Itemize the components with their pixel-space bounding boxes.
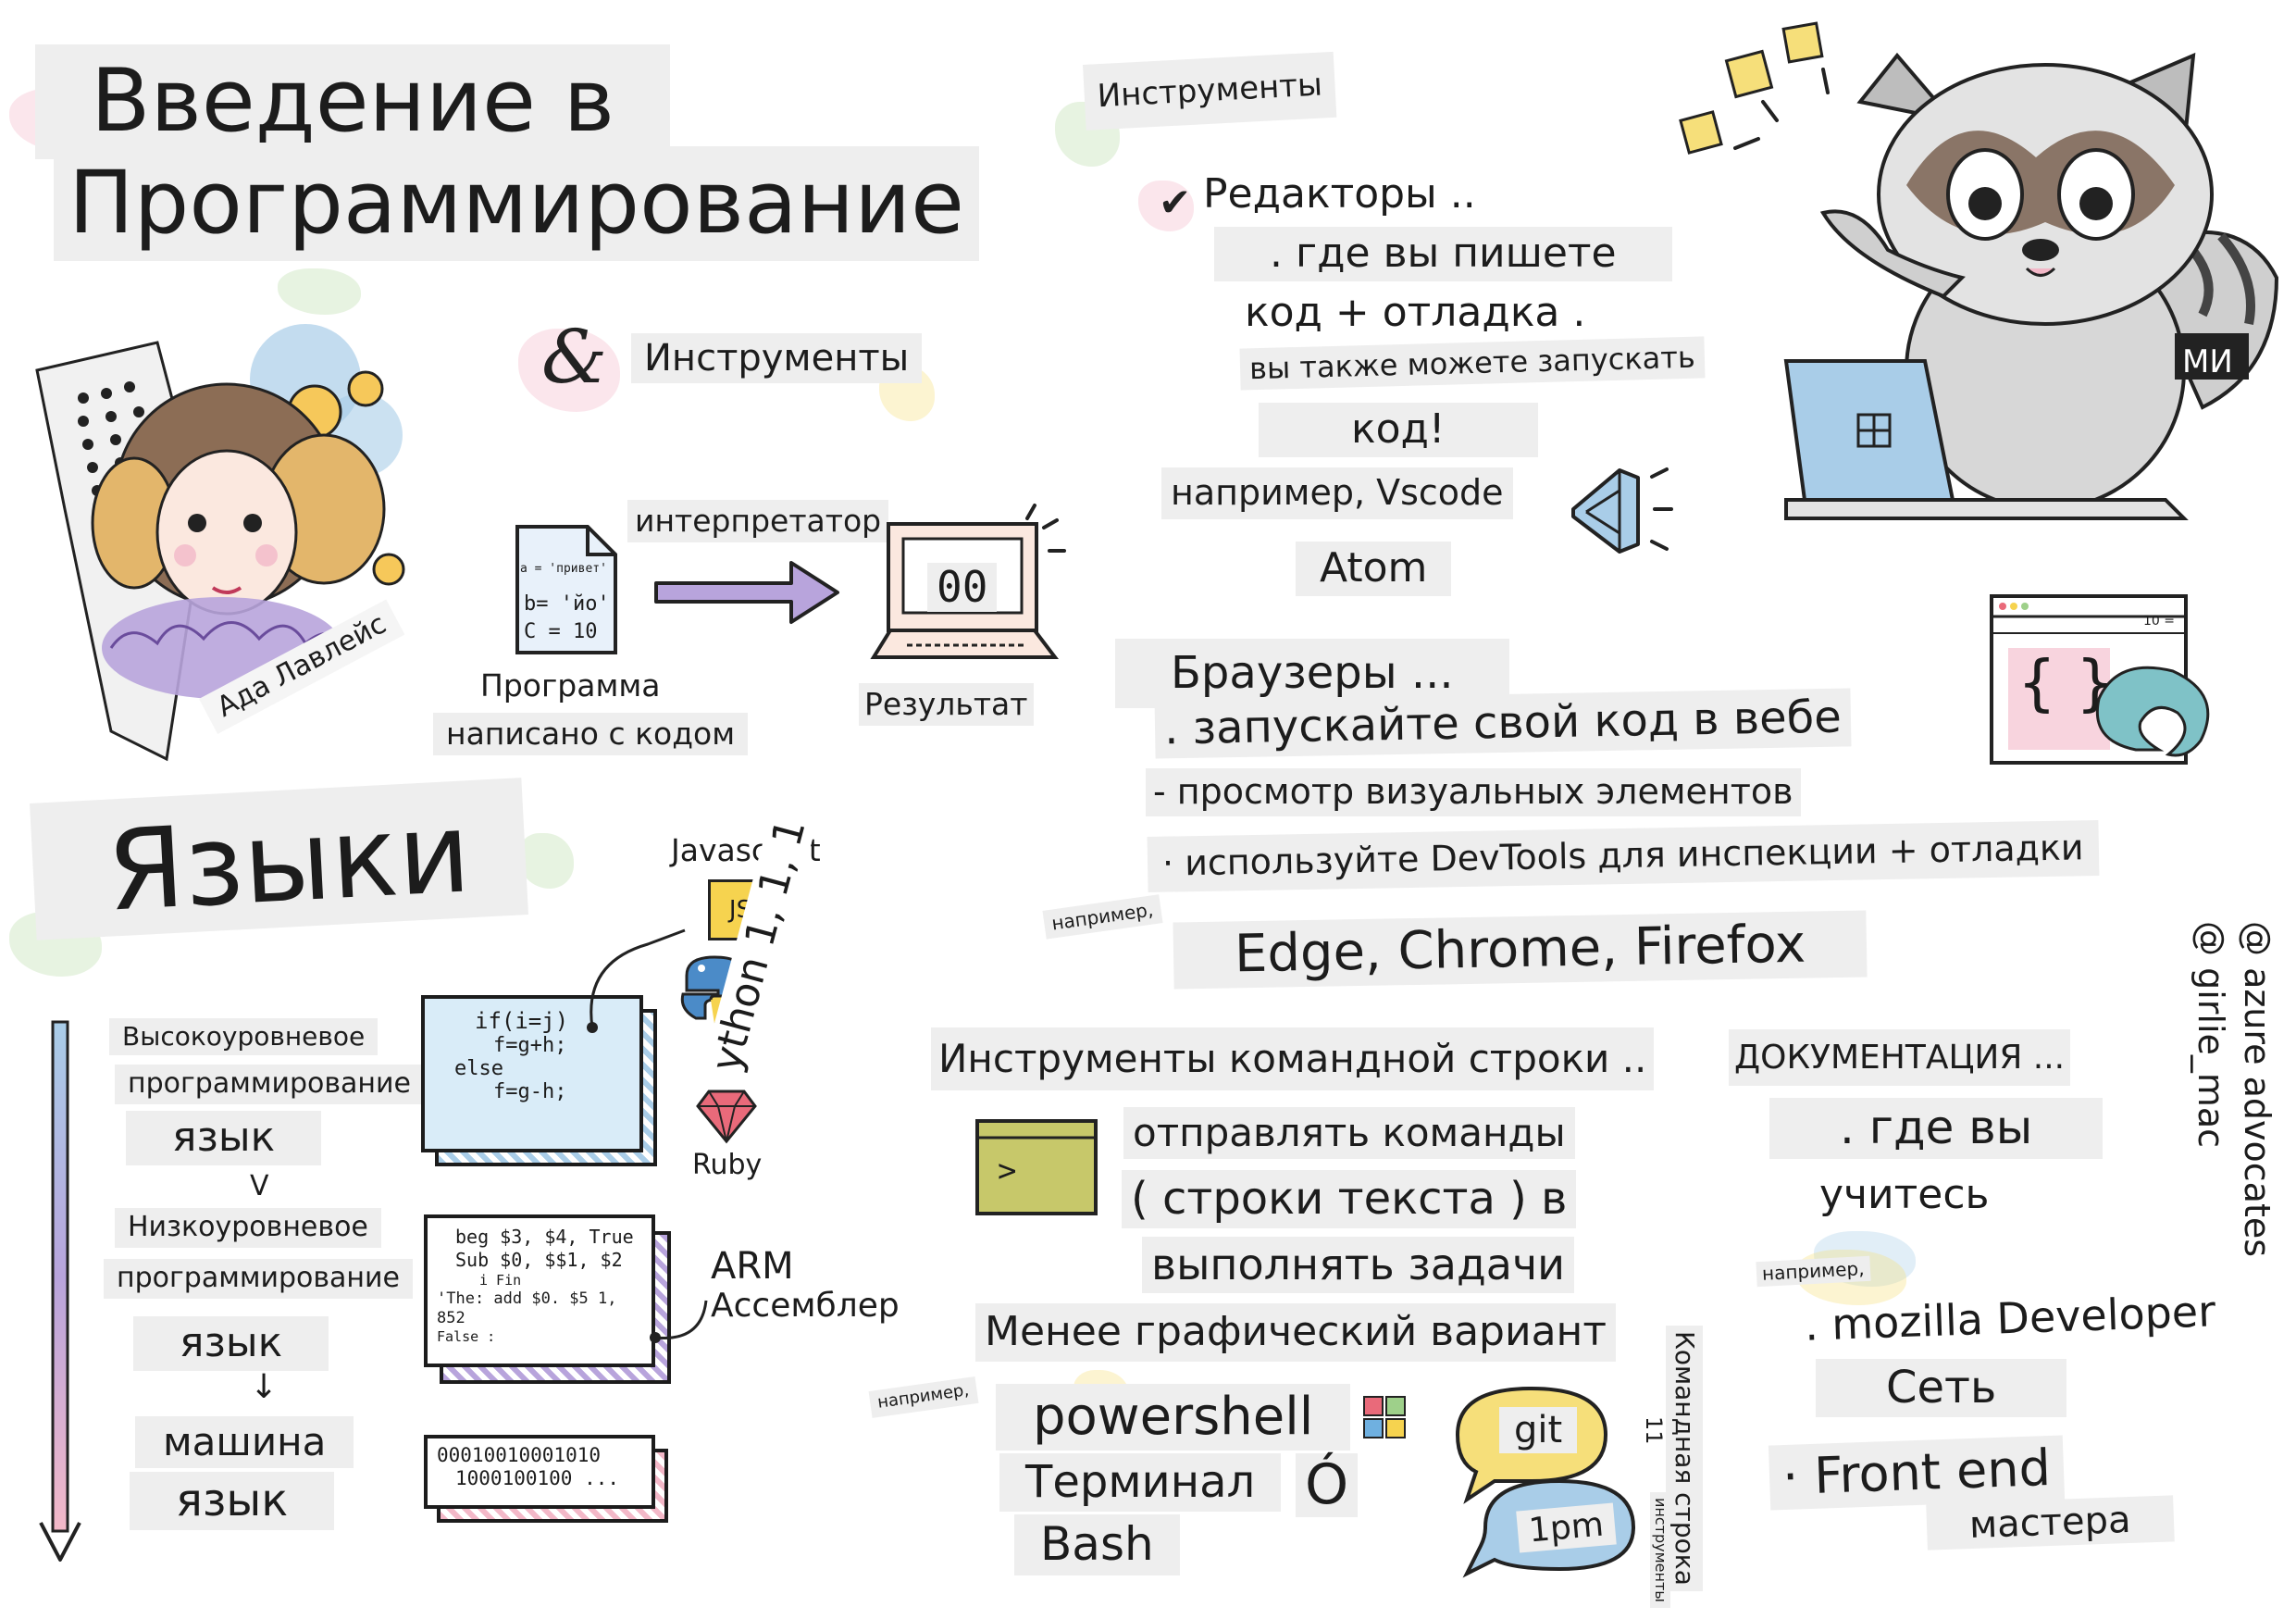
terminal-label: Терминал — [999, 1453, 1282, 1513]
raccoon-mascot — [1679, 21, 2279, 520]
code-binary-line-1: 00010010001010 — [437, 1444, 602, 1466]
cli-line-2: ( строки текста ) в — [1122, 1170, 1577, 1229]
braces-glyph: { } — [2017, 647, 2115, 718]
connector-curve — [587, 928, 686, 1033]
green-wash-lang-right — [518, 833, 574, 889]
editors-line-4: код! — [1259, 403, 1538, 457]
mdn-line-2: Сеть — [1816, 1359, 2067, 1418]
arrow-right-icon — [654, 561, 839, 624]
credit-azure-advocates: @ azure advocates — [2237, 921, 2277, 1258]
docs-line-1: . где вы — [1769, 1098, 2104, 1159]
atom-label: Atom — [1296, 542, 1452, 596]
fem-line-1: · Front end — [1768, 1435, 2065, 1511]
written-with-code-label: написано с кодом — [433, 713, 749, 755]
pink-wash-editors — [1138, 181, 1194, 231]
docs-line-2: учитесь — [1810, 1170, 1999, 1221]
browsers-example-label: например, — [1042, 894, 1163, 940]
code-high-line-1: if(i=j) — [475, 1008, 569, 1034]
page-title-line1: Введение в — [35, 44, 671, 160]
program-file-icon — [515, 525, 617, 654]
git-label: git — [1499, 1407, 1578, 1453]
tools-heading: Инструменты — [1083, 51, 1337, 131]
high-level-programming-label: программирование — [115, 1065, 424, 1104]
bash-label: Bash — [1014, 1514, 1180, 1575]
arm-connector-curve — [650, 1300, 708, 1343]
program-line-2: b= 'йо' — [524, 592, 610, 616]
vscode-logo-icon — [1571, 467, 1673, 554]
terminal-icon — [975, 1119, 1098, 1215]
browsers-list-label: Edge, Chrome, Firefox — [1173, 910, 1868, 990]
binary-code-card: 00010010001010 1000100100 ... — [424, 1435, 655, 1509]
cli-line-3: выполнять задачи — [1142, 1237, 1575, 1293]
cli-example-label: например, — [868, 1376, 978, 1418]
ampersand-glyph: & — [541, 314, 608, 400]
code-asm-line-4: 'The: add $0. $5 1, 852 — [437, 1289, 617, 1327]
mascot-badge: МИ — [2182, 343, 2233, 380]
code-asm-line-2: Sub $0, $$1, $2 — [455, 1249, 623, 1271]
cli-vertical-tools: инструменты — [1649, 1492, 1670, 1608]
down-arrow-glyph: ↓ — [250, 1368, 279, 1406]
editors-heading: Редакторы .. — [1203, 170, 1476, 218]
code-asm-line-1: beg $3, $4, True — [455, 1226, 634, 1248]
machine-label: машина — [135, 1416, 354, 1469]
laptop-output: 00 — [927, 563, 998, 612]
ruby-label: Ruby — [685, 1148, 770, 1184]
browser-window-icon — [1990, 594, 2210, 765]
apple-glyph-icon: Ó — [1296, 1453, 1359, 1517]
time-label: 1pm — [1516, 1502, 1617, 1553]
cli-vertical-small: 11 — [1641, 1416, 1667, 1445]
cli-heading: Инструменты командной строки .. — [931, 1027, 1655, 1091]
high-level-code-card: if(i=j) f=g+h; else f=g-h; — [421, 995, 643, 1152]
credit-girlie-mac: @ girlie_mac — [2191, 921, 2231, 1149]
low-level-programming-label: программирование — [104, 1259, 413, 1299]
high-level-label: Высокоуровневое — [109, 1018, 379, 1056]
docs-heading: ДОКУМЕНТАЦИЯ ... — [1729, 1029, 2071, 1087]
example-vscode-label: например, Vscode — [1161, 467, 1513, 519]
level-gradient-arrow — [39, 1020, 81, 1562]
editors-line-2: код + отладка . — [1245, 289, 1586, 337]
code-asm-line-3: i Fin — [479, 1272, 522, 1289]
interpreter-label: интерпретатор — [627, 500, 889, 542]
code-high-line-3: else — [454, 1057, 503, 1080]
versus-label: V — [250, 1170, 269, 1202]
pink-wash-and — [518, 329, 620, 412]
cli-line-1: отправлять команды — [1123, 1107, 1575, 1160]
code-high-line-4: f=g-h; — [493, 1080, 567, 1103]
arm-label: ARM — [711, 1245, 794, 1288]
browser-line-1: . запускайте свой код в вебе — [1154, 688, 1852, 759]
terminal-prompt: > — [998, 1152, 1017, 1189]
program-line-3: C = 10 — [524, 620, 598, 643]
code-asm-line-5: False : — [437, 1328, 496, 1346]
less-graphical-label: Менее графический вариант — [975, 1303, 1616, 1362]
cli-vertical-label: Командная строка — [1665, 1326, 1703, 1591]
editors-line-3: вы также можете запускать — [1239, 336, 1706, 391]
green-wash-title — [278, 268, 361, 315]
checkmark-icon: ✔ — [1159, 180, 1192, 225]
program-label: Программа — [467, 665, 674, 707]
assembly-code-card: beg $3, $4, True Sub $0, $$1, $2 i Fin '… — [424, 1214, 655, 1367]
editors-line-1: . где вы пишете — [1214, 227, 1672, 281]
and-tools-label: Инструменты — [631, 333, 923, 383]
machine-language-label: язык — [130, 1472, 335, 1531]
program-line-1: a = 'привет' — [520, 562, 607, 576]
window-counter: 10 = — [2143, 614, 2175, 629]
languages-title: Языки — [30, 778, 529, 940]
browser-line-2: - просмотр визуальных элементов — [1146, 768, 1801, 816]
code-high-line-2: f=g+h; — [493, 1034, 567, 1057]
windows-logo-icon — [1363, 1396, 1406, 1438]
fem-line-2: мастера — [1926, 1495, 2175, 1551]
result-label: Результат — [859, 683, 1034, 726]
low-level-label: Низкоуровневое — [115, 1208, 381, 1248]
high-level-language-label: язык — [126, 1111, 322, 1165]
low-level-language-label: язык — [133, 1316, 329, 1371]
page-title-line2: Программирование — [54, 146, 979, 262]
assembler-label: Ассемблер — [711, 1287, 900, 1325]
code-binary-line-2: 1000100100 ... — [455, 1467, 620, 1490]
ruby-gem-icon — [696, 1090, 757, 1144]
powershell-label: powershell — [996, 1384, 1351, 1451]
browser-line-3: · используйте DevTools для инспекции + о… — [1147, 820, 2100, 892]
